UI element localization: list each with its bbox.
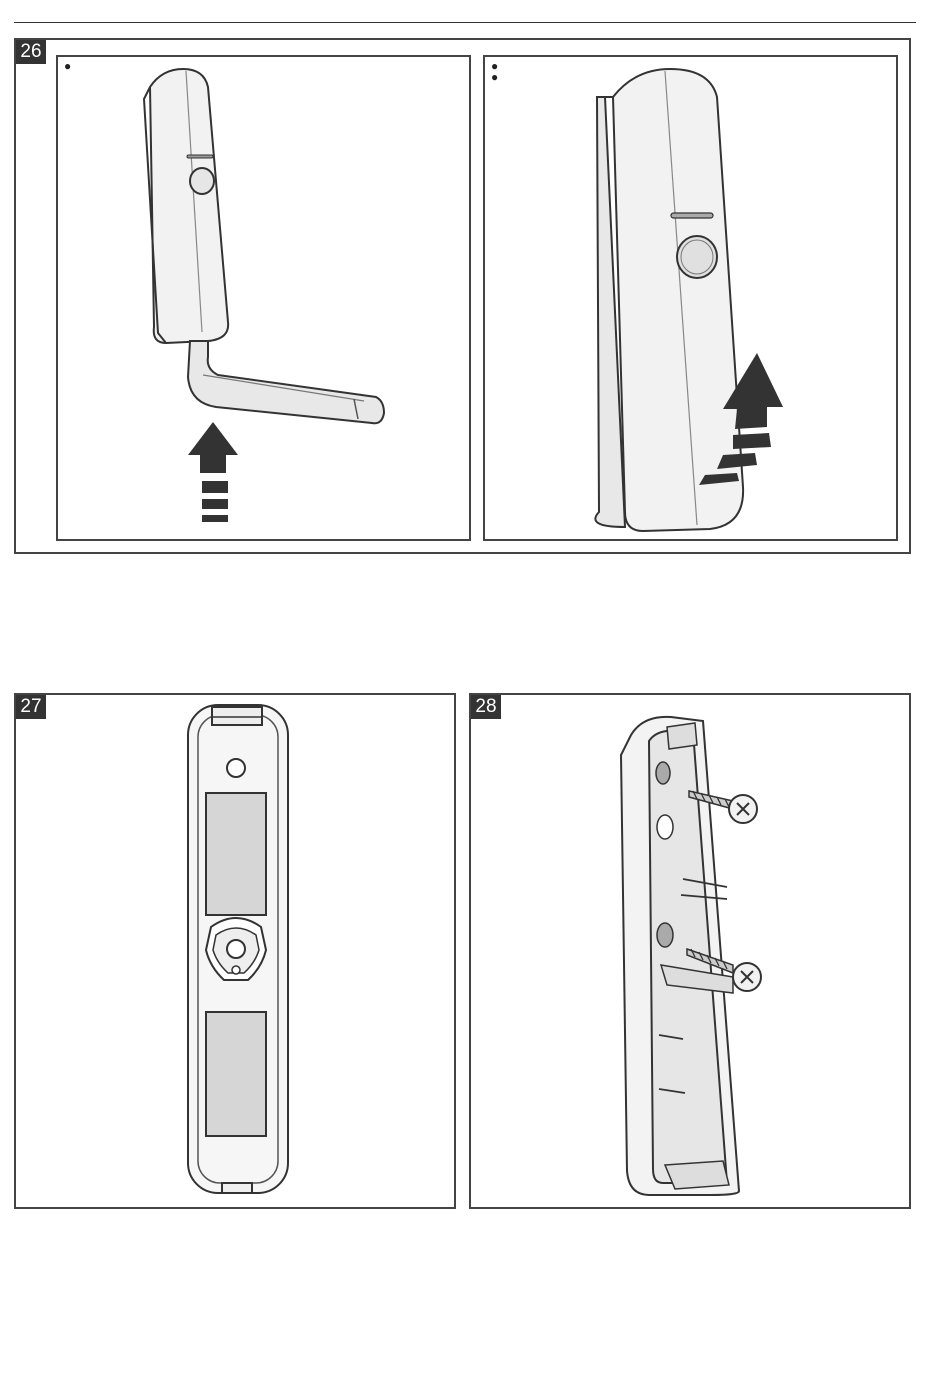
base-with-screws-illustration [471,695,909,1207]
figure-26: 26 ● ●● [14,38,911,554]
figure-26-step-1: ● [56,55,471,541]
base-front-view-illustration [16,695,454,1207]
detector-attached-illustration [485,57,896,539]
figure-27: 27 [14,693,456,1209]
top-rule [14,22,916,23]
figure-number-26: 26 [16,40,46,64]
detector-with-bracket-illustration [58,57,469,539]
figure-28: 28 [469,693,911,1209]
figure-26-step-2: ●● [483,55,898,541]
